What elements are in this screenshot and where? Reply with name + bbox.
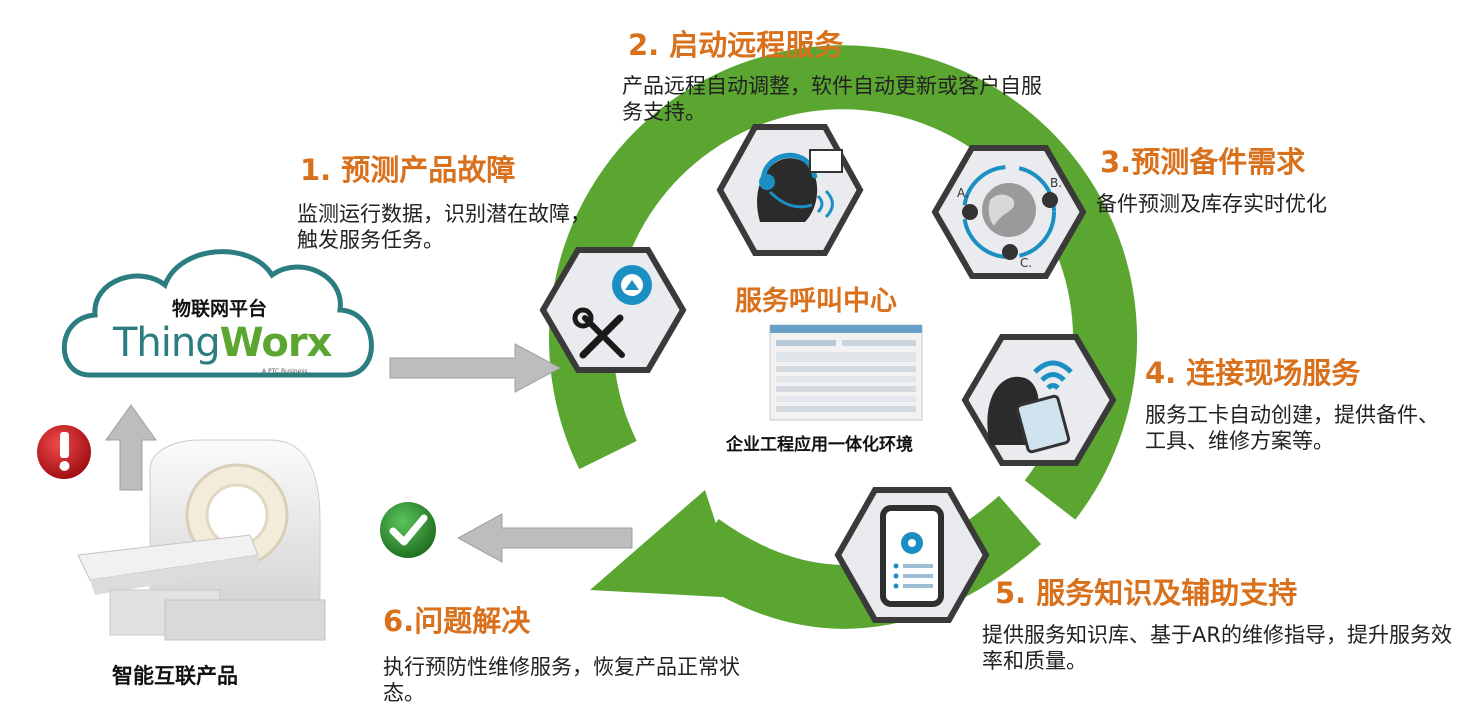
globe-label-c: C. [1020,256,1033,270]
thingworx-logo: ThingWorx [113,320,333,366]
arrow-to-resolved [456,513,633,563]
step-5-title: 5. 服务知识及辅助支持 [995,576,1298,610]
hex-tablet [961,334,1117,466]
mri-machine-image [77,439,326,641]
step-4-title: 4. 连接现场服务 [1145,356,1361,390]
thingworx-thing: Thing [113,320,221,366]
cloud-shape [61,249,374,378]
hex-mobile [834,487,990,623]
step-3-title: 3.预测备件需求 [1100,145,1306,179]
globe-label-b: B. [1050,176,1063,190]
hex-globe [931,145,1087,279]
center-subtitle: 企业工程应用一体化环境 [726,435,913,455]
iot-platform-label: 物联网平台 [172,298,268,320]
service-center-screenshot [769,324,923,421]
cycle-arrowhead [590,490,740,598]
arrow-device-to-cloud [105,404,157,491]
step-1-desc: 监测运行数据，识别潜在故障，触发服务任务。 [297,202,591,253]
hex-headset [716,124,864,256]
alert-icon [37,425,91,479]
checkmark-icon [380,502,436,558]
step-2-desc: 产品远程自动调整，软件自动更新或客户自服务支持。 [622,74,1042,125]
thingworx-sub: A PTC Business [262,368,308,375]
step-4-desc: 服务工卡自动创建，提供备件、工具、维修方案等。 [1145,403,1439,454]
arrow-cloud-to-tools [389,343,562,393]
globe-label-a: A. [957,186,969,200]
step-6-desc: 执行预防性维修服务，恢复产品正常状态。 [383,655,740,706]
device-label: 智能互联产品 [112,664,238,688]
thingworx-worx: Worx [219,320,333,366]
step-2-title: 2. 启动远程服务 [628,28,844,62]
step-6-title: 6.问题解决 [383,604,531,638]
step-3-desc: 备件预测及库存实时优化 [1096,192,1327,216]
step-1-title: 1. 预测产品故障 [300,153,516,187]
step-5-desc: 提供服务知识库、基于AR的维修指导，提升服务效率和质量。 [982,623,1452,674]
center-title: 服务呼叫中心 [735,286,897,317]
hex-tools [539,247,687,373]
